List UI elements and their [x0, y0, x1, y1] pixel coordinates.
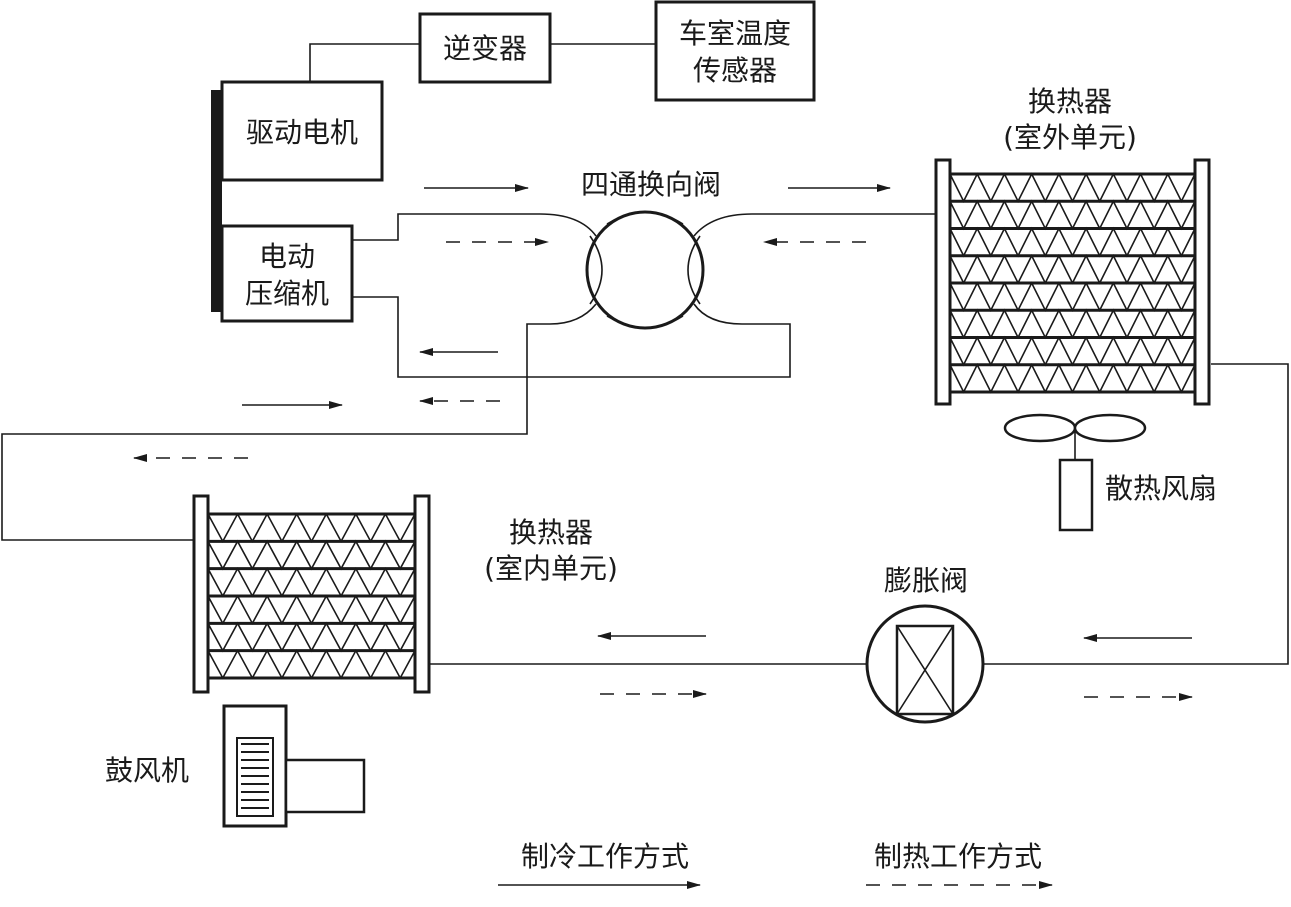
flow-arrows	[133, 184, 1193, 701]
expansion-valve-label: 膨胀阀	[884, 564, 968, 597]
indoor-heat-exchanger	[192, 494, 431, 694]
radiator-fan	[1003, 413, 1147, 532]
indoor-hx-label-line2: (室内单元)	[484, 552, 618, 585]
legend: 制冷工作方式 制热工作方式	[498, 840, 1053, 889]
cabin-sensor-label-line1: 车室温度	[679, 17, 791, 50]
mounting-bar	[211, 90, 222, 312]
cabin-temperature-sensor-box: 车室温度 传感器	[654, 0, 816, 102]
compressor-label-line1: 电动	[259, 240, 315, 273]
indoor-hx-label-line1: 换热器	[509, 516, 593, 549]
inverter-label: 逆变器	[443, 32, 527, 65]
cabin-sensor-label-line2: 传感器	[693, 54, 777, 87]
radiator-fan-label: 散热风扇	[1105, 472, 1217, 505]
expansion-valve	[865, 604, 985, 724]
blower-label: 鼓风机	[105, 754, 189, 787]
blower	[222, 704, 366, 828]
outdoor-hx-label-line2: (室外单元)	[1003, 121, 1137, 154]
outdoor-heat-exchanger	[934, 158, 1211, 406]
compressor-label-line2: 压缩机	[245, 277, 329, 310]
four-way-valve-label: 四通换向阀	[581, 168, 721, 201]
drive-motor-label: 驱动电机	[246, 116, 358, 149]
fin-zigzag	[949, 362, 1196, 394]
outdoor-hx-label-line1: 换热器	[1028, 85, 1112, 118]
compressor-box: 电动 压缩机	[220, 224, 354, 323]
refrigerant-pipes	[1, 213, 1289, 665]
legend-cooling-label: 制冷工作方式	[521, 840, 689, 873]
inverter-box: 逆变器	[418, 12, 552, 84]
control-wires	[309, 43, 656, 82]
drive-motor-box: 驱动电机	[220, 80, 384, 182]
fin-zigzag	[207, 648, 416, 680]
four-way-valve	[585, 210, 705, 330]
legend-heating-label: 制热工作方式	[874, 840, 1042, 873]
